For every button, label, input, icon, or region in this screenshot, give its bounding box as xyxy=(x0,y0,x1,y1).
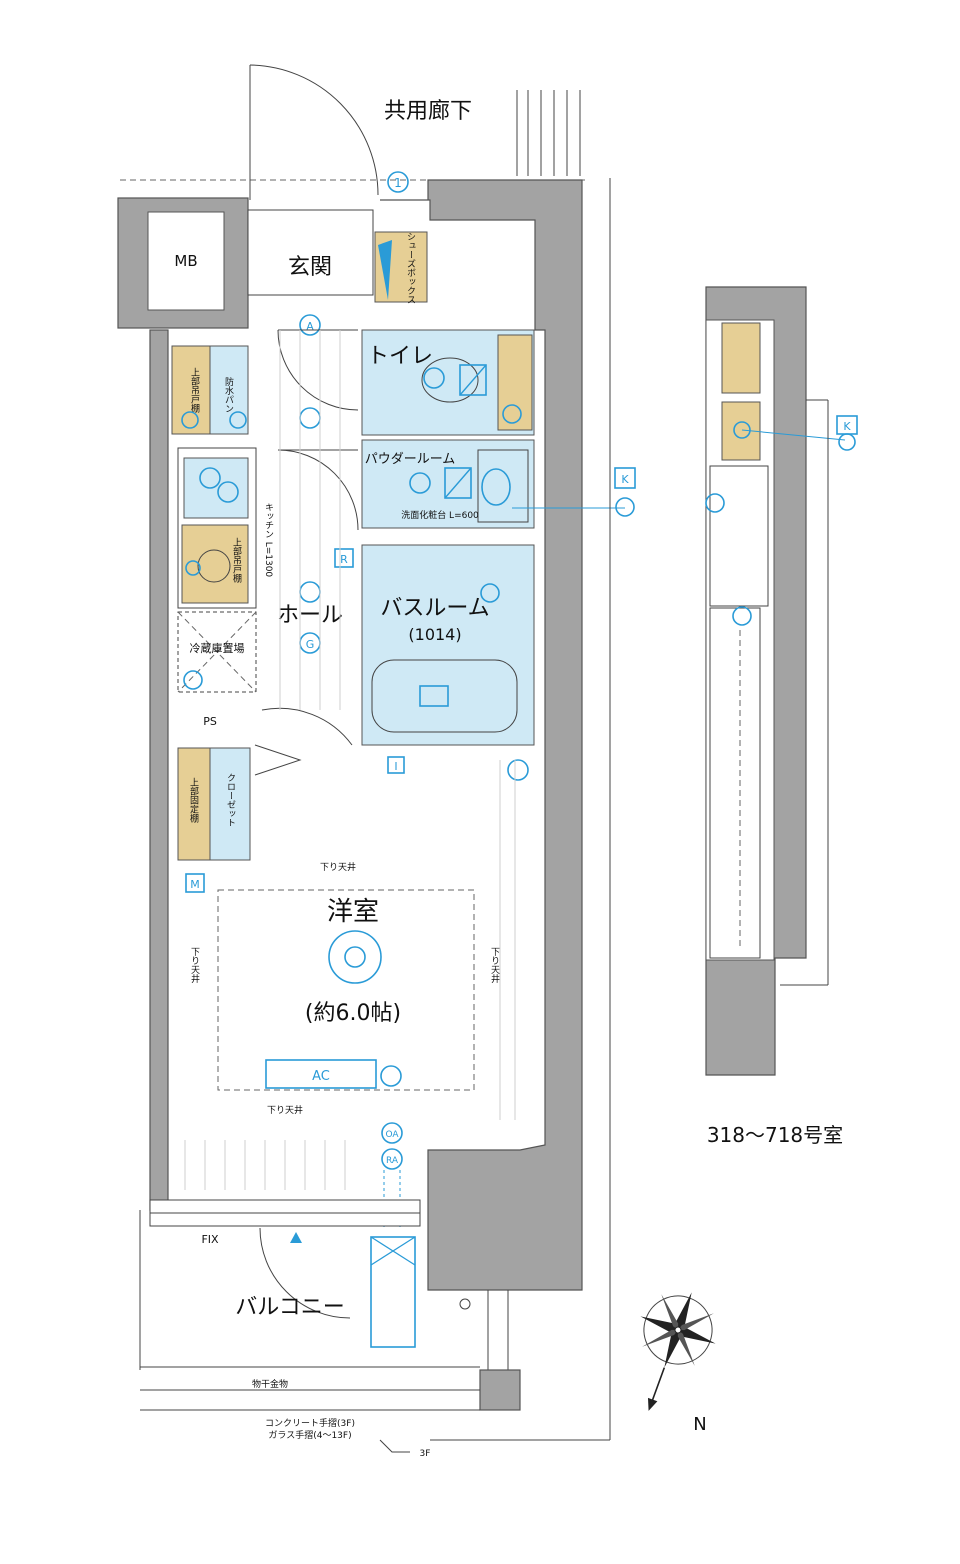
toilet-label: トイレ xyxy=(367,344,433,369)
powder-door-swing xyxy=(277,449,359,531)
bath-size: (1014) xyxy=(408,625,461,644)
ps-label: PS xyxy=(203,715,217,728)
front-door xyxy=(249,64,379,200)
western-room-label: 洋室 xyxy=(327,897,379,927)
svg-text:RA: RA xyxy=(386,1156,399,1166)
hall-light-1 xyxy=(299,407,321,429)
marker-k: K xyxy=(614,467,636,517)
toilet-tank xyxy=(459,364,487,396)
bathtub xyxy=(371,659,518,733)
shoe-box-marker xyxy=(378,240,392,300)
waterproof-pan-tray xyxy=(209,345,249,435)
fix-label: FIX xyxy=(201,1233,219,1246)
lowered-ceiling-outline xyxy=(217,889,475,1091)
hall-light-2 xyxy=(299,581,321,603)
shoe-box-label: シューズボックス xyxy=(405,232,416,304)
closet-inner xyxy=(209,747,251,861)
marker-a: A xyxy=(299,314,321,336)
balcony-label: バルコニー xyxy=(235,1295,345,1320)
compass-north-label: N xyxy=(693,1414,706,1435)
sink xyxy=(181,524,249,604)
window-marker xyxy=(290,1232,302,1243)
upper-shelf-label-2: 上部吊戸棚 xyxy=(231,537,242,583)
compass-rose xyxy=(640,1292,716,1411)
balcony-column xyxy=(479,1369,521,1411)
svg-text:I: I xyxy=(394,760,397,773)
toilet-light xyxy=(423,367,445,389)
svg-text:K: K xyxy=(843,420,851,433)
svg-text:AC: AC xyxy=(312,1069,330,1084)
ceiling-light xyxy=(328,930,382,984)
laundry-hardware-label: 物干金物 xyxy=(252,1378,288,1390)
marker-m: M xyxy=(185,873,205,893)
bath-drain xyxy=(419,685,449,707)
right-structural-wall xyxy=(380,179,583,1291)
marker-1: 1 xyxy=(387,171,409,193)
marker-g: G xyxy=(299,632,321,654)
svg-text:K: K xyxy=(621,473,629,486)
waterproof-pan-label: 防水パン xyxy=(223,376,234,413)
svg-text:OA: OA xyxy=(385,1130,399,1140)
corridor-stair-lines xyxy=(516,90,581,176)
main-unit-plan: MB 玄関 シューズボックス 1 共用廊下 A トイレ xyxy=(117,64,636,1459)
washer-box xyxy=(444,467,472,499)
mb-label: MB xyxy=(174,252,197,270)
toilet-shelf xyxy=(497,334,533,431)
balcony-door-swing xyxy=(259,1227,351,1319)
marker-r: R xyxy=(334,548,354,568)
lowered-ceiling-left: 下り天井 xyxy=(189,947,200,984)
western-room-size: (約6.0帖) xyxy=(305,1001,401,1026)
unit-range-label: 318〜718号室 xyxy=(707,1123,843,1147)
washbasin xyxy=(477,449,529,523)
toilet-outlet xyxy=(502,404,522,424)
stove xyxy=(183,457,249,519)
secondary-plan: K xyxy=(705,286,858,1076)
bathroom xyxy=(361,544,535,746)
powder-room xyxy=(361,439,535,529)
washbasin-note: 洗面化粧台 L=600 xyxy=(401,509,479,521)
corridor-label: 共用廊下 xyxy=(384,99,472,124)
lowered-ceiling-right: 下り天井 xyxy=(489,947,500,984)
svg-text:A: A xyxy=(306,320,314,333)
powder-label: パウダールーム xyxy=(365,452,456,467)
closet-door xyxy=(254,744,302,776)
svg-text:M: M xyxy=(190,878,200,891)
fridge-label: 冷蔵庫置場 xyxy=(190,641,245,655)
entrance-label: 玄関 xyxy=(288,255,332,280)
upper-shelf-label-1: 上部吊戸棚 xyxy=(189,367,200,413)
marker-ra: RA xyxy=(381,1148,403,1170)
floor-boards xyxy=(184,330,516,1190)
hall-door-swing xyxy=(277,329,359,411)
left-wall xyxy=(149,329,169,1211)
lowered-ceiling-bottom: 下り天井 xyxy=(267,1104,303,1116)
marker-k-secondary: K xyxy=(836,415,858,451)
powder-light xyxy=(409,472,431,494)
svg-text:1: 1 xyxy=(394,176,402,190)
svg-text:R: R xyxy=(340,553,348,566)
bath-label: バスルーム xyxy=(380,596,489,621)
outdoor-unit xyxy=(370,1236,416,1348)
kitchen-note: キッチン L=1300 xyxy=(263,503,274,578)
handrail-note-1: コンクリート手摺(3F) xyxy=(265,1417,355,1429)
upper-closet-shelf-label: 上部固定棚 xyxy=(188,777,199,823)
marker-i: I xyxy=(387,756,405,774)
hall-label: ホール xyxy=(277,603,343,628)
handrail-note-2: ガラス手摺(4〜13F) xyxy=(268,1429,351,1441)
closet-label: クローゼット xyxy=(225,773,236,827)
marker-oa: OA xyxy=(381,1122,403,1144)
entrance-area xyxy=(247,209,374,296)
floor-3f-label: 3F xyxy=(420,1449,431,1459)
svg-text:G: G xyxy=(306,638,315,651)
toilet-bowl xyxy=(421,357,479,403)
air-conditioner: AC xyxy=(265,1059,402,1089)
lowered-ceiling-top: 下り天井 xyxy=(320,861,356,873)
mb-space xyxy=(147,211,225,311)
